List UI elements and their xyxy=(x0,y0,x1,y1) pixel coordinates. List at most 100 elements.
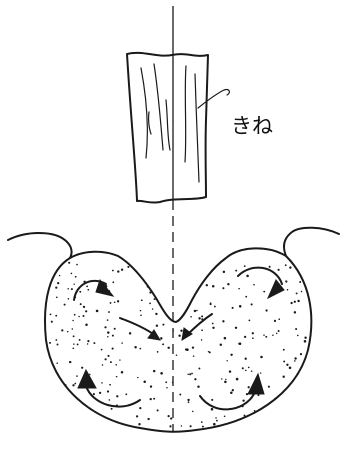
grain-dot xyxy=(138,423,140,425)
grain-dot xyxy=(254,410,256,412)
grain-dot xyxy=(93,342,95,344)
grain-dot xyxy=(232,389,234,391)
grain-dot xyxy=(121,371,124,374)
grain-dot xyxy=(235,327,237,329)
grain-dot xyxy=(104,326,106,328)
grain-dot xyxy=(201,329,203,331)
grain-dot xyxy=(105,358,107,360)
grain-dot xyxy=(59,275,60,276)
mortar-bowl-outline xyxy=(45,248,311,431)
grain-dot xyxy=(224,415,226,417)
grain-dot xyxy=(211,399,213,401)
grain-dot xyxy=(294,357,296,359)
grain-dot xyxy=(153,398,155,400)
grain-dot xyxy=(55,315,57,317)
grain-dot xyxy=(134,346,136,348)
grain-dot xyxy=(295,328,297,330)
grain-dot xyxy=(86,286,88,288)
grain-dot xyxy=(83,306,85,308)
grain-dot xyxy=(220,344,222,346)
grain-dot xyxy=(251,303,253,305)
arrow-lower-right xyxy=(200,394,254,409)
grain-dot xyxy=(252,337,254,339)
grain-dot xyxy=(79,339,81,341)
grain-dot xyxy=(268,386,270,388)
label-leader-line xyxy=(198,90,229,108)
grain-dot xyxy=(107,336,109,338)
grain-dot xyxy=(109,399,111,401)
grain-dot xyxy=(67,288,69,290)
grain-dot xyxy=(55,339,57,341)
grain-dot xyxy=(198,317,200,319)
grain-dot xyxy=(119,359,120,360)
rice-grain-stipple xyxy=(49,262,307,428)
grain-dot xyxy=(108,311,110,313)
grain-dot xyxy=(72,384,74,386)
grain-dot xyxy=(294,311,296,313)
arrow-center-left xyxy=(120,318,156,336)
grain-dot xyxy=(248,386,250,388)
grain-dot xyxy=(214,306,216,308)
grain-dot xyxy=(143,380,146,383)
grain-dot xyxy=(71,273,73,275)
grain-dot xyxy=(263,334,265,336)
grain-dot xyxy=(223,271,225,273)
grain-dot xyxy=(244,265,246,267)
grain-dot xyxy=(239,305,242,308)
grain-dot xyxy=(276,333,277,334)
grain-dot xyxy=(96,310,99,313)
grain-dot xyxy=(197,386,199,388)
grain-dot xyxy=(147,286,149,288)
grain-dot xyxy=(245,370,247,372)
grain-dot xyxy=(99,392,101,394)
grain-dot xyxy=(160,337,162,339)
grain-dot xyxy=(244,415,246,417)
grain-dot xyxy=(225,379,226,380)
grain-dot xyxy=(192,411,194,413)
grain-dot xyxy=(112,335,114,337)
grain-dot xyxy=(152,308,153,309)
grain-dot xyxy=(297,300,299,302)
grain-dot xyxy=(224,381,227,384)
grain-dot xyxy=(229,370,231,372)
grain-dot xyxy=(68,298,70,300)
grain-dot xyxy=(238,288,240,290)
grain-dot xyxy=(150,398,152,400)
grain-dot xyxy=(274,398,276,400)
grain-dot xyxy=(121,342,122,343)
grain-dot xyxy=(71,288,73,290)
grain-dot xyxy=(121,269,123,271)
grain-dot xyxy=(173,330,174,331)
grain-dot xyxy=(187,374,189,376)
grain-dot xyxy=(224,337,227,340)
grain-dot xyxy=(127,266,129,268)
grain-dot xyxy=(83,315,85,317)
grain-dot xyxy=(296,292,298,294)
arrowhead-lower-right xyxy=(248,374,264,394)
mortar-right-rim xyxy=(284,228,339,256)
grain-dot xyxy=(129,332,131,334)
grain-dot xyxy=(87,340,89,342)
grain-dot xyxy=(209,351,211,353)
grain-dot xyxy=(64,304,66,306)
grain-dot xyxy=(222,320,224,322)
grain-dot xyxy=(260,372,261,373)
grain-dot xyxy=(202,426,204,428)
grain-dot xyxy=(116,395,118,397)
grain-dot xyxy=(80,303,82,305)
grain-dot xyxy=(154,298,156,300)
grain-dot xyxy=(76,375,78,377)
grain-dot xyxy=(110,302,112,304)
grain-dot xyxy=(116,376,118,378)
grain-dot xyxy=(69,361,71,363)
grain-dot xyxy=(301,291,303,293)
grain-dot xyxy=(114,302,116,304)
grain-dot xyxy=(304,340,307,343)
grain-dot xyxy=(294,360,296,362)
grain-dot xyxy=(289,266,291,268)
grain-dot xyxy=(141,299,143,301)
grain-dot xyxy=(283,349,285,351)
grain-dot xyxy=(179,394,181,396)
grain-dot xyxy=(125,393,127,395)
